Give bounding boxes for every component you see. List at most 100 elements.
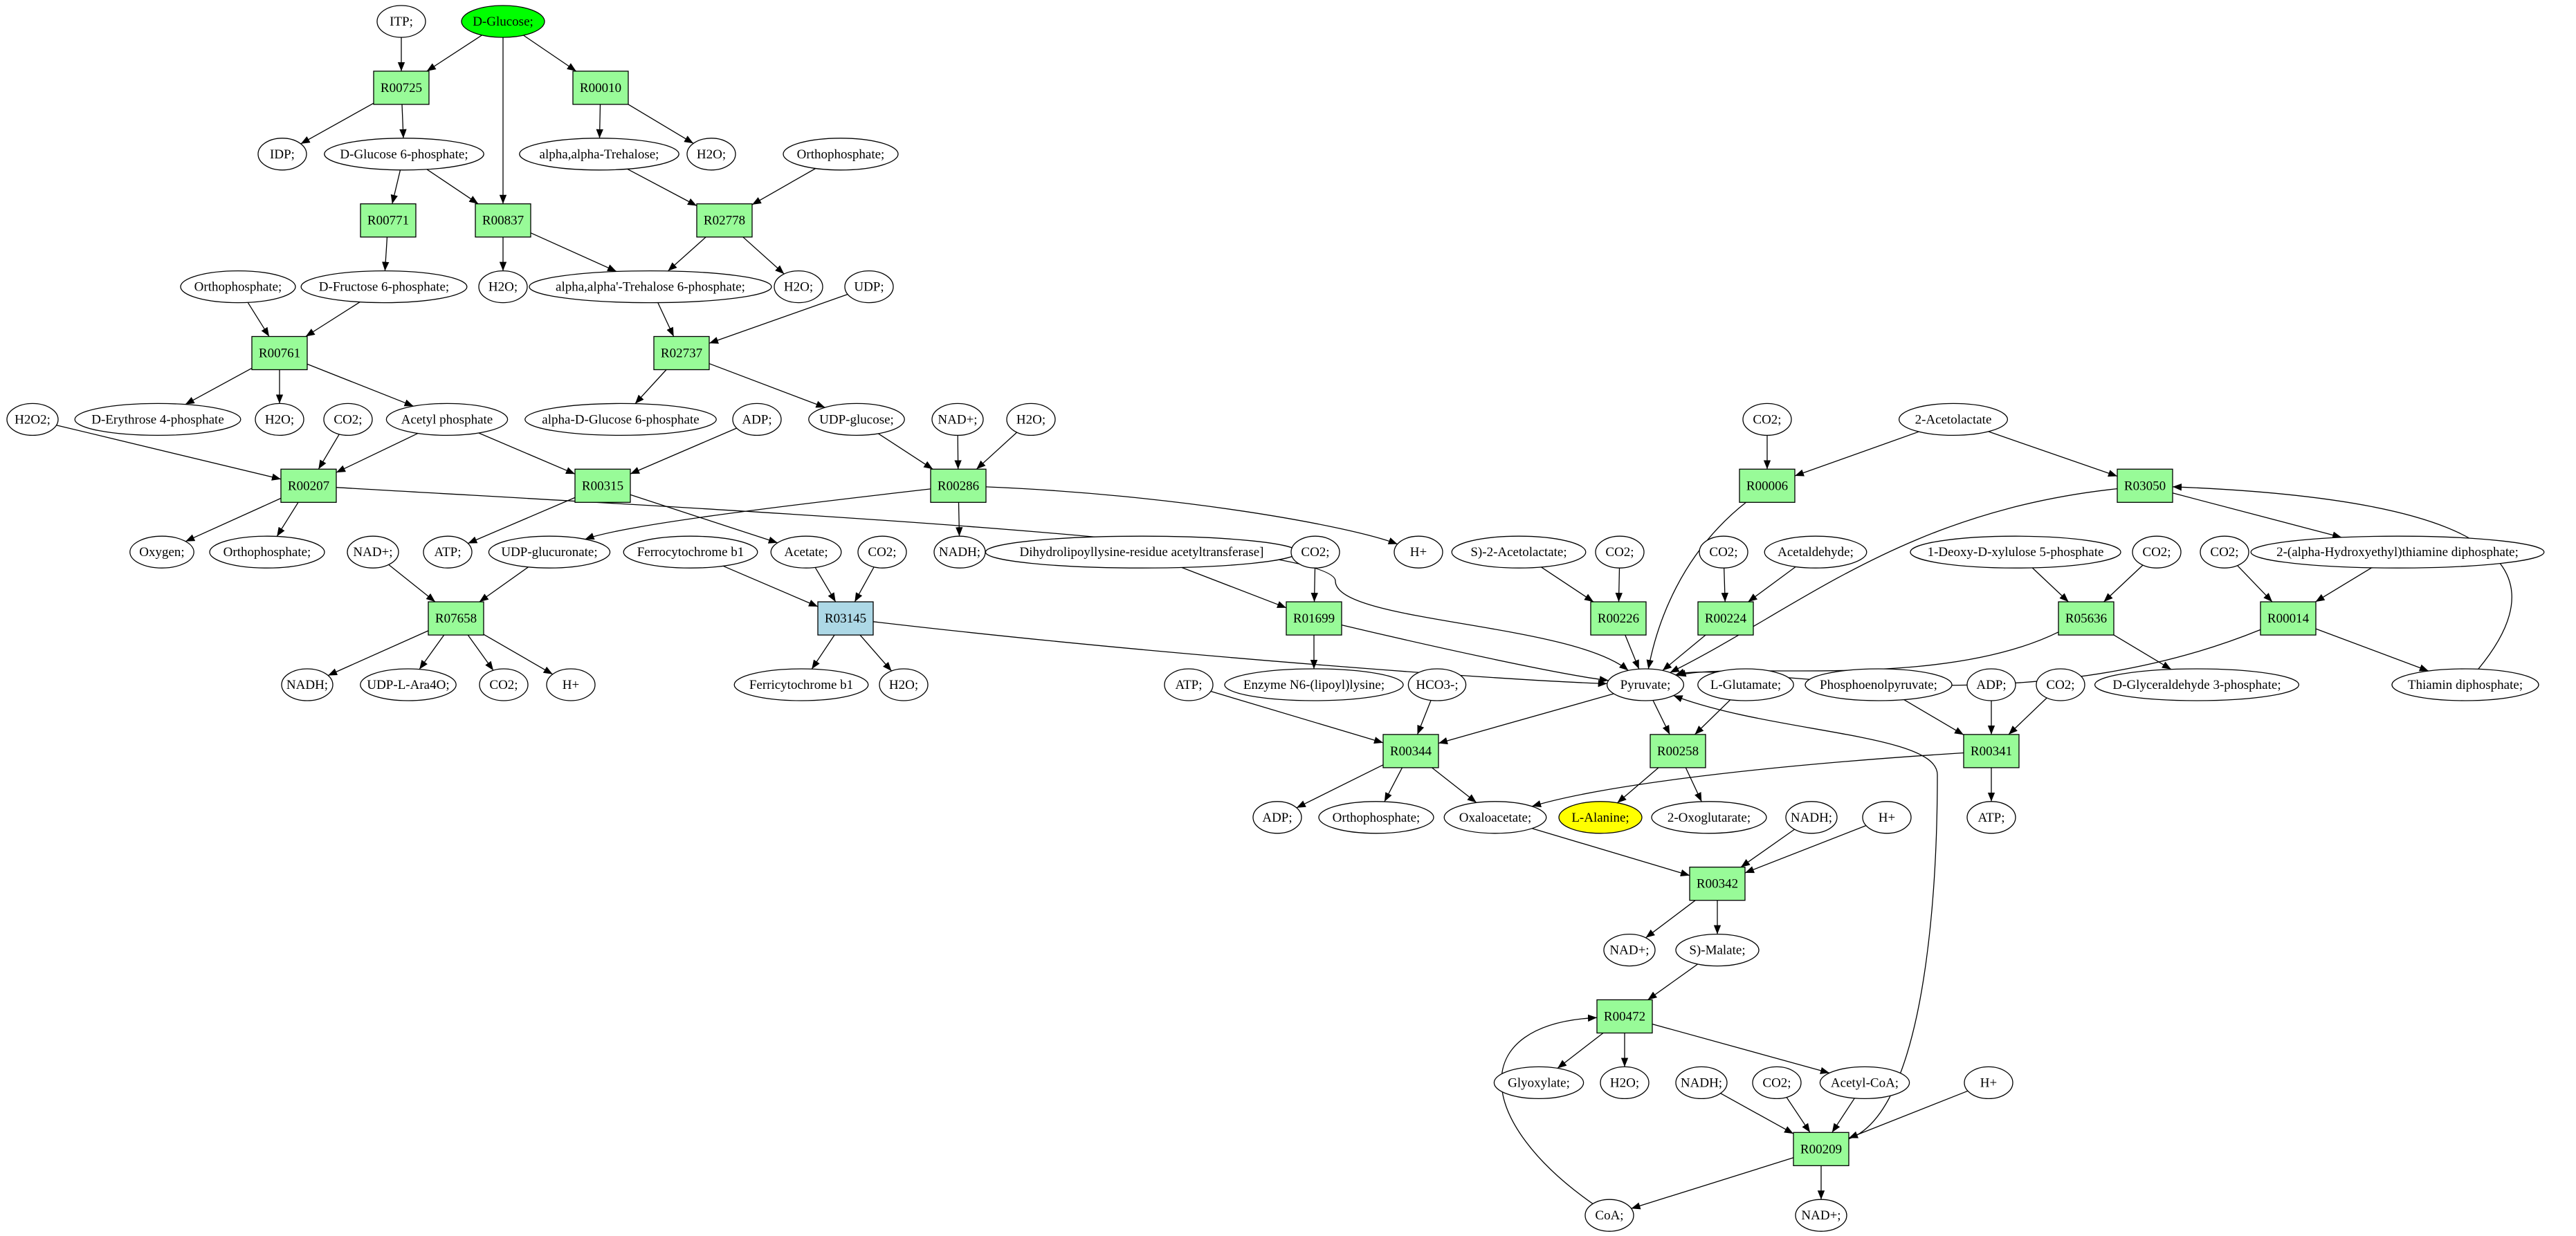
compound-node[interactable]: Orthophosphate; <box>180 270 296 304</box>
compound-node[interactable]: Orthophosphate; <box>209 535 325 569</box>
compound-node[interactable]: ADP; <box>1252 801 1302 834</box>
compound-node[interactable]: H2O; <box>255 403 304 436</box>
reaction-node[interactable]: R00837 <box>475 203 531 238</box>
compound-node[interactable]: H+ <box>1394 535 1443 569</box>
compound-node[interactable]: alpha-D-Glucose 6-phosphate <box>524 403 717 436</box>
compound-node[interactable]: NAD+; <box>1795 1199 1847 1232</box>
compound-node[interactable]: CO2; <box>2132 535 2182 569</box>
compound-node[interactable]: Orthophosphate; <box>783 138 899 171</box>
reaction-node[interactable]: R00207 <box>280 468 337 503</box>
compound-node[interactable]: H2O2; <box>6 403 59 436</box>
compound-node[interactable]: UDP; <box>844 270 894 304</box>
reaction-node[interactable]: R00010 <box>572 71 629 105</box>
compound-node[interactable]: D-Erythrose 4-phosphate <box>74 403 241 436</box>
compound-node[interactable]: H+ <box>546 668 596 701</box>
compound-node[interactable]: H+ <box>1862 801 1912 834</box>
compound-node[interactable]: NADH; <box>933 535 986 569</box>
compound-node[interactable]: CO2; <box>857 535 907 569</box>
reaction-node[interactable]: R02778 <box>696 203 753 238</box>
compound-node[interactable]: L-Alanine; <box>1558 801 1643 834</box>
compound-node[interactable]: CO2; <box>1752 1066 1802 1100</box>
compound-node[interactable]: NADH; <box>1785 801 1838 834</box>
reaction-node[interactable]: R07658 <box>428 601 484 636</box>
compound-node[interactable]: L-Glutamate; <box>1697 668 1794 701</box>
compound-node[interactable]: IDP; <box>257 138 307 171</box>
reaction-node[interactable]: R00342 <box>1689 867 1746 901</box>
compound-node[interactable]: ATP; <box>1164 668 1214 701</box>
compound-node[interactable]: H2O; <box>1600 1066 1650 1100</box>
reaction-node[interactable]: R00341 <box>1963 734 2020 768</box>
compound-node[interactable]: Dihydrolipoyllysine-residue acetyltransf… <box>985 535 1299 569</box>
compound-node[interactable]: Ferrocytochrome b1 <box>623 535 758 569</box>
reaction-node[interactable]: R00209 <box>1793 1132 1849 1166</box>
compound-node[interactable]: CO2; <box>1290 535 1340 569</box>
reaction-node[interactable]: R03145 <box>817 601 874 636</box>
compound-node[interactable]: H2O; <box>1006 403 1056 436</box>
compound-node[interactable]: Acetyl phosphate <box>385 403 509 436</box>
compound-node[interactable]: S)-Malate; <box>1675 933 1760 967</box>
compound-node[interactable]: CO2; <box>2036 668 2085 701</box>
compound-node[interactable]: D-Fructose 6-phosphate; <box>300 270 468 304</box>
compound-node[interactable]: ADP; <box>732 403 782 436</box>
compound-node[interactable]: alpha,alpha-Trehalose; <box>519 138 679 171</box>
compound-node[interactable]: D-Glucose; <box>461 5 545 38</box>
compound-node[interactable]: alpha,alpha'-Trehalose 6-phosphate; <box>529 270 772 304</box>
compound-node[interactable]: CoA; <box>1584 1199 1634 1232</box>
compound-node[interactable]: ITP; <box>376 5 426 38</box>
reaction-node[interactable]: R00258 <box>1650 734 1706 768</box>
compound-node[interactable]: D-Glucose 6-phosphate; <box>324 138 484 171</box>
compound-node[interactable]: CO2; <box>1595 535 1645 569</box>
reaction-node[interactable]: R02737 <box>653 335 710 371</box>
compound-node[interactable]: H2O; <box>879 668 929 701</box>
compound-node[interactable]: 2-Acetolactate <box>1898 403 2009 436</box>
compound-node[interactable]: Phosphoenolpyruvate; <box>1805 668 1953 701</box>
compound-node[interactable]: CO2; <box>323 403 373 436</box>
compound-node[interactable]: Pyruvate; <box>1606 668 1685 701</box>
compound-node[interactable]: Glyoxylate; <box>1493 1066 1584 1100</box>
reaction-node[interactable]: R00725 <box>373 71 430 105</box>
compound-node[interactable]: UDP-glucose; <box>808 403 905 436</box>
compound-node[interactable]: 1-Deoxy-D-xylulose 5-phosphate <box>1910 535 2121 569</box>
reaction-node[interactable]: R00472 <box>1596 999 1653 1034</box>
compound-node[interactable]: H2O; <box>686 138 736 171</box>
compound-node[interactable]: ATP; <box>423 535 473 569</box>
compound-node[interactable]: D-Glyceraldehyde 3-phosphate; <box>2094 668 2300 701</box>
compound-node[interactable]: Acetate; <box>770 535 842 569</box>
compound-node[interactable]: CO2; <box>1699 535 1748 569</box>
compound-node[interactable]: Thiamin diphosphate; <box>2391 668 2539 701</box>
reaction-node[interactable]: R00006 <box>1739 468 1796 503</box>
compound-node[interactable]: Ferricytochrome b1 <box>733 668 869 701</box>
compound-node[interactable]: 2-Oxoglutarate; <box>1651 801 1767 834</box>
reaction-node[interactable]: R00761 <box>251 335 308 371</box>
reaction-node[interactable]: R00344 <box>1382 734 1439 768</box>
compound-node[interactable]: NAD+; <box>931 403 984 436</box>
reaction-node[interactable]: R00224 <box>1697 601 1754 636</box>
compound-node[interactable]: NAD+; <box>347 535 399 569</box>
compound-node[interactable]: S)-2-Acetolactate; <box>1451 535 1587 569</box>
compound-node[interactable]: Oxaloacetate; <box>1443 801 1547 834</box>
compound-node[interactable]: CO2; <box>479 668 529 701</box>
compound-node[interactable]: UDP-glucuronate; <box>488 535 611 569</box>
compound-node[interactable]: NADH; <box>1675 1066 1728 1100</box>
compound-node[interactable]: ATP; <box>1966 801 2016 834</box>
compound-node[interactable]: CO2; <box>2200 535 2249 569</box>
reaction-node[interactable]: R00315 <box>574 468 631 503</box>
reaction-node[interactable]: R00226 <box>1590 601 1647 636</box>
compound-node[interactable]: CO2; <box>1742 403 1792 436</box>
compound-node[interactable]: ADP; <box>1966 668 2016 701</box>
compound-node[interactable]: Orthophosphate; <box>1318 801 1434 834</box>
reaction-node[interactable]: R03050 <box>2117 468 2173 503</box>
compound-node[interactable]: Enzyme N6-(lipoyl)lysine; <box>1224 668 1404 701</box>
compound-node[interactable]: Oxygen; <box>129 535 194 569</box>
compound-node[interactable]: H2O; <box>774 270 823 304</box>
reaction-node[interactable]: R05636 <box>2058 601 2114 636</box>
reaction-node[interactable]: R00771 <box>360 203 417 238</box>
compound-node[interactable]: NADH; <box>281 668 334 701</box>
compound-node[interactable]: Acetaldehyde; <box>1764 535 1867 569</box>
reaction-node[interactable]: R00286 <box>930 468 987 503</box>
reaction-node[interactable]: R00014 <box>2260 601 2317 636</box>
reaction-node[interactable]: R01699 <box>1286 601 1342 636</box>
compound-node[interactable]: H+ <box>1964 1066 2013 1100</box>
compound-node[interactable]: 2-(alpha-Hydroxyethyl)thiamine diphospha… <box>2250 535 2545 569</box>
compound-node[interactable]: H2O; <box>478 270 528 304</box>
